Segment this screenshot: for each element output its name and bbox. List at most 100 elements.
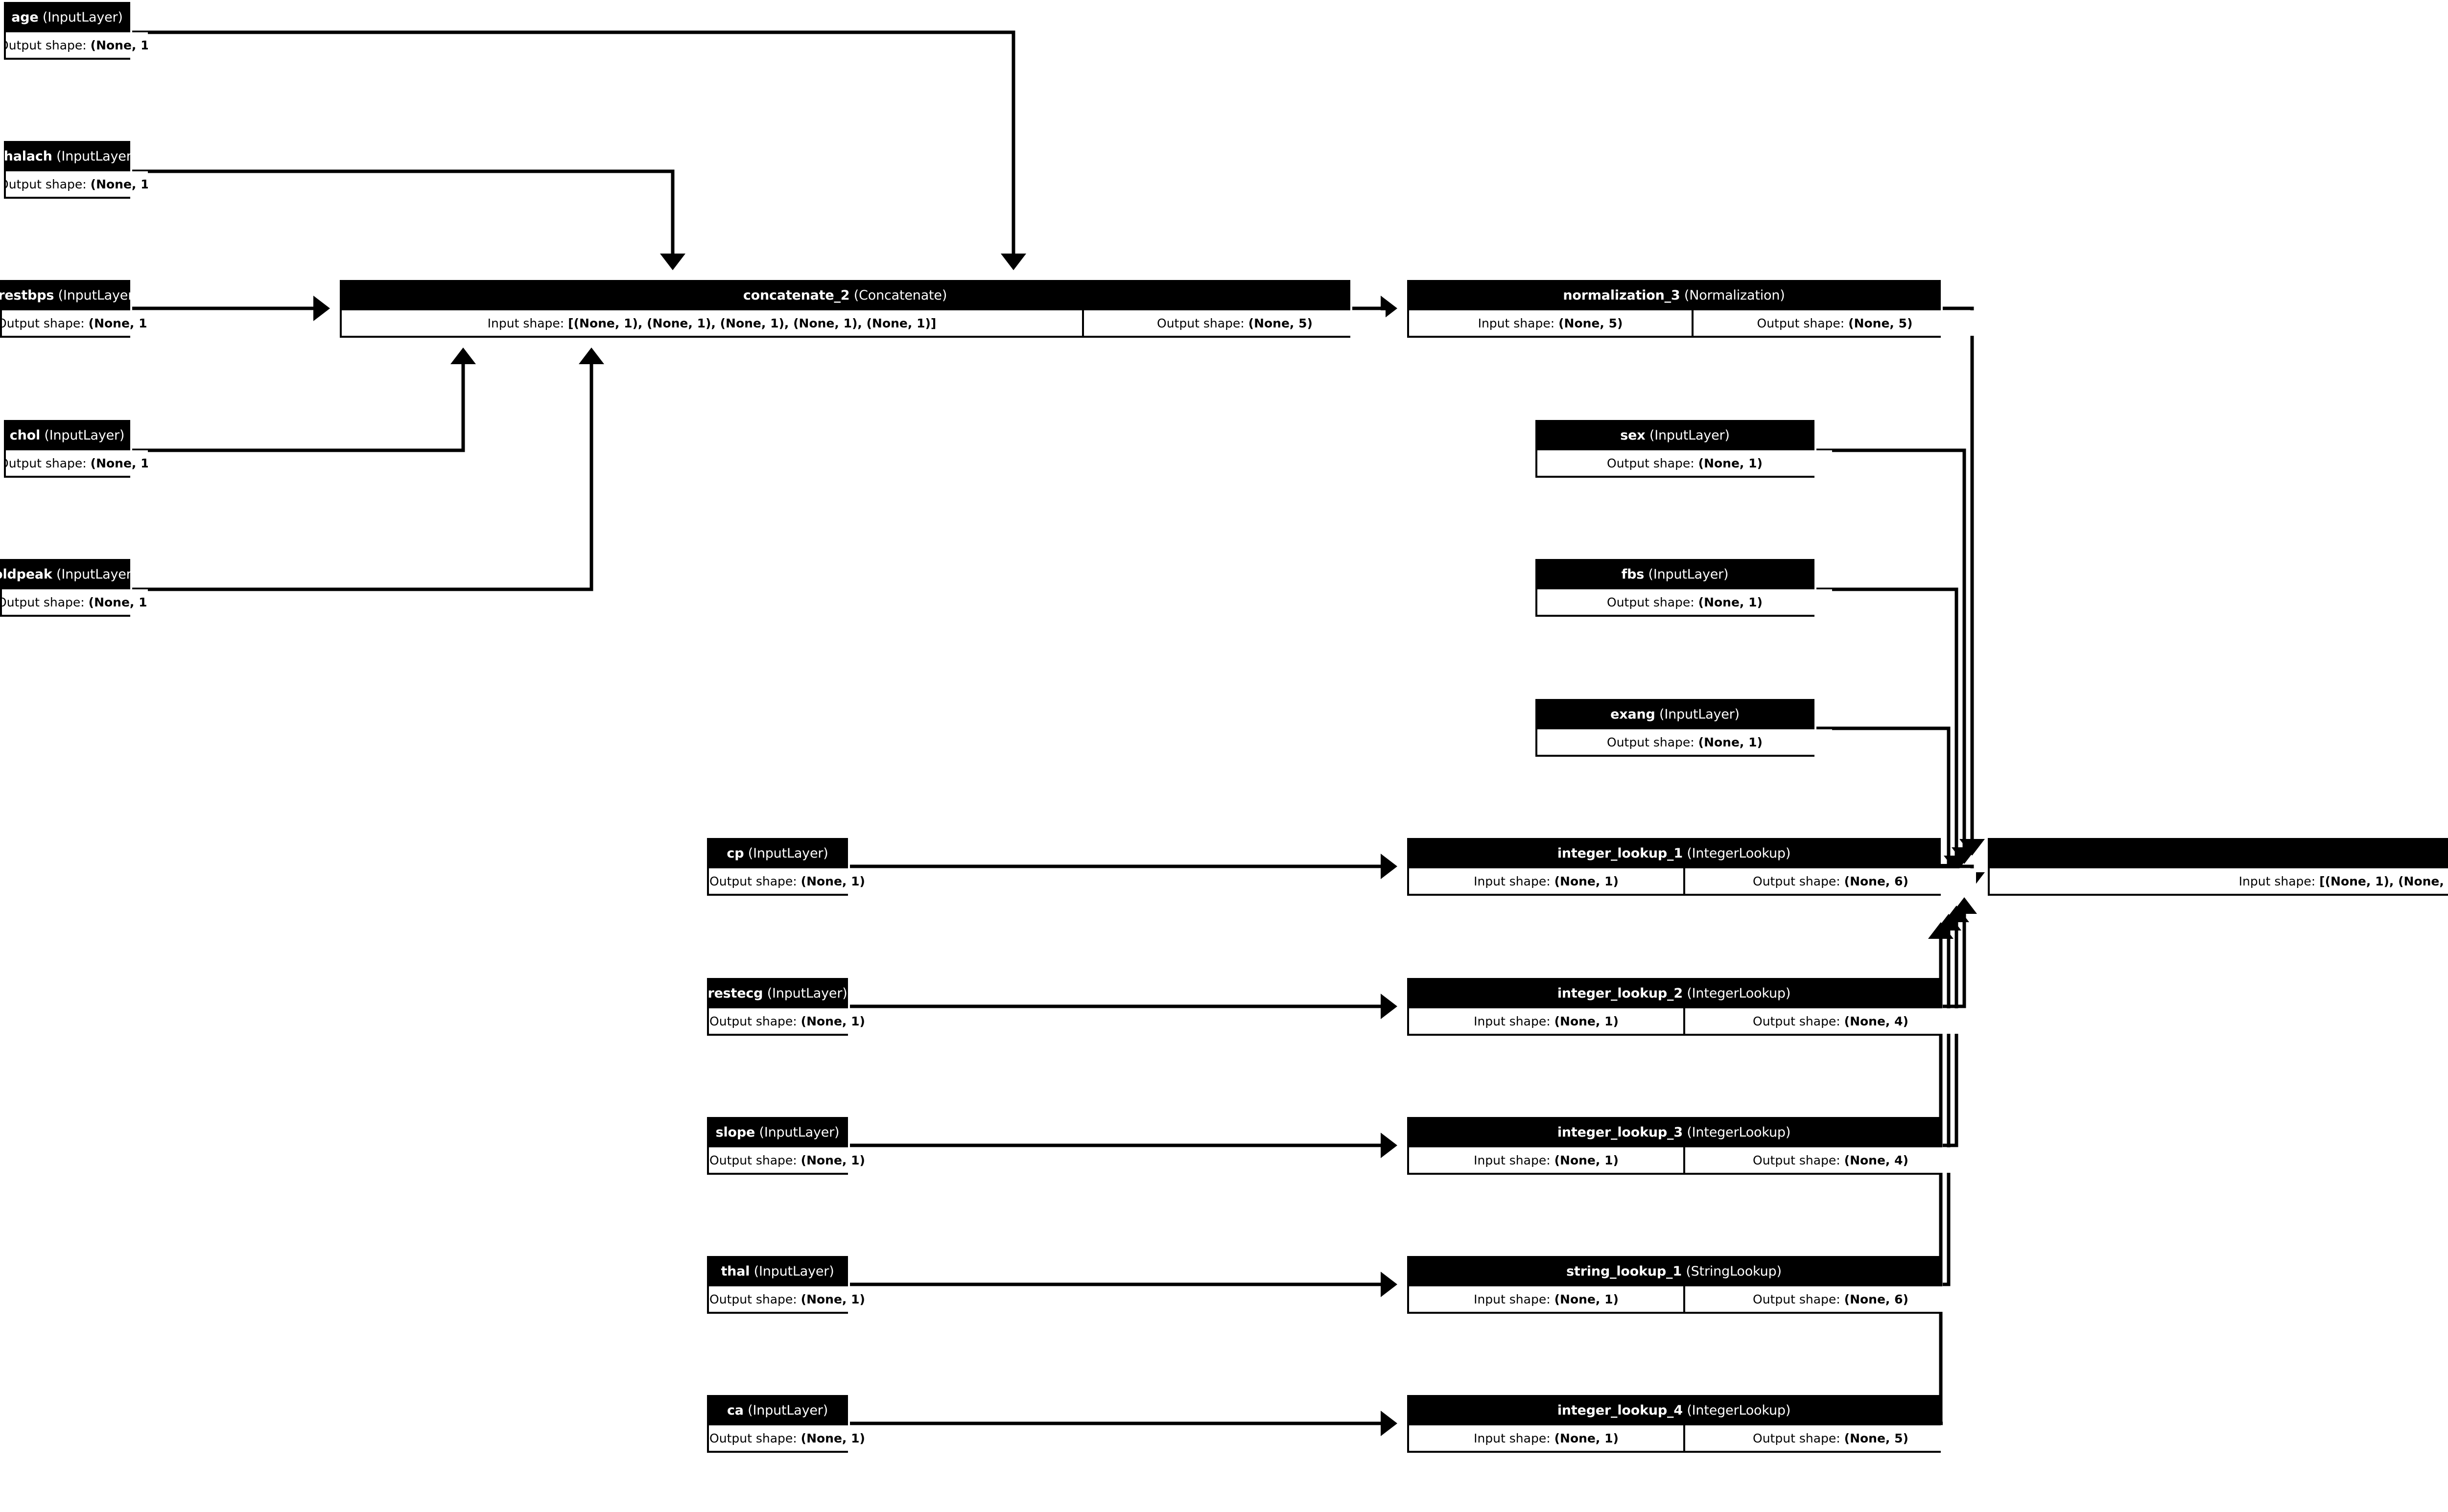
shape-label: Output shape: bbox=[1753, 1292, 1840, 1306]
shape-label: Output shape: bbox=[1753, 1431, 1840, 1445]
node-title-oldpeak: oldpeak (InputLayer) bbox=[0, 561, 137, 587]
arrowhead-integer_lookup_3-to-concatenate_3 bbox=[1944, 906, 1969, 922]
shape-value: (None, 5) bbox=[1248, 316, 1313, 330]
node-title-integer_lookup_1: integer_lookup_1 (IntegerLookup) bbox=[1409, 840, 1939, 866]
shape-value: (None, 1) bbox=[1698, 735, 1763, 749]
graph-node-normalization_3[interactable]: normalization_3 (Normalization)Input sha… bbox=[1407, 280, 1976, 338]
node-layer-name: integer_lookup_2 bbox=[1557, 985, 1683, 1001]
shape-value: (None, 1) bbox=[1554, 1292, 1619, 1306]
arrowhead-trestbps-to-concatenate_2 bbox=[313, 296, 330, 321]
node-title-normalization_3: normalization_3 (Normalization) bbox=[1409, 282, 1939, 308]
shape-label: Output shape: bbox=[1753, 1014, 1840, 1028]
graph-node-thalach[interactable]: thalach (InputLayer)Output shape: (None,… bbox=[0, 141, 148, 199]
graph-node-string_lookup_1[interactable]: string_lookup_1 (StringLookup)Input shap… bbox=[1407, 1256, 1976, 1314]
graph-node-sex[interactable]: sex (InputLayer)Output shape: (None, 1) bbox=[1535, 420, 1832, 478]
node-output-shape-cell: Output shape: (None, 6) bbox=[1683, 868, 1976, 894]
shape-label: Input shape: bbox=[487, 316, 565, 330]
node-output-shape-cell: Output shape: (None, 4) bbox=[1683, 1008, 1976, 1034]
shape-label: Output shape: bbox=[6, 38, 87, 52]
graph-node-integer_lookup_2[interactable]: integer_lookup_2 (IntegerLookup)Input sh… bbox=[1407, 978, 1976, 1036]
edge-age-to-concatenate_2 bbox=[132, 30, 1015, 254]
node-input-shape-cell: Input shape: (None, 1) bbox=[1409, 1286, 1683, 1312]
node-output-shape-cell: Output shape: (None, 1) bbox=[2, 589, 148, 615]
node-output-shape-cell: Output shape: (None, 1) bbox=[709, 1425, 866, 1451]
edge-thalach-to-concatenate_2 bbox=[132, 169, 675, 254]
shape-label: Output shape: bbox=[1157, 316, 1245, 330]
node-title-concatenate_3: concatenate_3 (Concatenate) bbox=[1990, 840, 2448, 866]
graph-node-cp[interactable]: cp (InputLayer)Output shape: (None, 1) bbox=[707, 838, 866, 896]
node-title-ca: ca (InputLayer) bbox=[709, 1397, 846, 1423]
node-layer-name: restecg bbox=[707, 985, 763, 1001]
shape-value: (None, 1) bbox=[90, 177, 148, 191]
graph-node-age[interactable]: age (InputLayer)Output shape: (None, 1) bbox=[4, 2, 148, 60]
node-output-shape-cell: Output shape: (None, 5) bbox=[1082, 310, 1386, 336]
graph-node-integer_lookup_4[interactable]: integer_lookup_4 (IntegerLookup)Input sh… bbox=[1407, 1395, 1976, 1453]
shape-label: Output shape: bbox=[1607, 595, 1695, 609]
shape-value: (None, 4) bbox=[1844, 1014, 1908, 1028]
shape-label: Output shape: bbox=[6, 456, 87, 470]
node-input-shape-cell: Input shape: (None, 1) bbox=[1409, 868, 1683, 894]
shape-label: Output shape: bbox=[2, 595, 85, 609]
arrowhead-normalization_3-to-concatenate_3 bbox=[1959, 839, 1985, 856]
shape-value: (None, 1) bbox=[88, 316, 148, 330]
graph-node-exang[interactable]: exang (InputLayer)Output shape: (None, 1… bbox=[1535, 699, 1832, 757]
node-shape-row-integer_lookup_1: Input shape: (None, 1)Output shape: (Non… bbox=[1409, 866, 1976, 894]
node-title-sex: sex (InputLayer) bbox=[1537, 422, 1812, 448]
node-shape-row-integer_lookup_2: Input shape: (None, 1)Output shape: (Non… bbox=[1409, 1006, 1976, 1034]
node-title-integer_lookup_3: integer_lookup_3 (IntegerLookup) bbox=[1409, 1119, 1939, 1145]
graph-node-integer_lookup_1[interactable]: integer_lookup_1 (IntegerLookup)Input sh… bbox=[1407, 838, 1976, 896]
node-output-shape-cell: Output shape: (None, 1) bbox=[1537, 589, 1832, 615]
node-title-age: age (InputLayer) bbox=[6, 4, 128, 30]
graph-node-restecg[interactable]: restecg (InputLayer)Output shape: (None,… bbox=[707, 978, 866, 1036]
node-title-cp: cp (InputLayer) bbox=[709, 840, 846, 866]
shape-label: Output shape: bbox=[1607, 735, 1695, 749]
graph-node-concatenate_3[interactable]: concatenate_3 (Concatenate)Input shape: … bbox=[1988, 838, 2448, 896]
node-layer-name: ca bbox=[727, 1402, 744, 1418]
graph-node-chol[interactable]: chol (InputLayer)Output shape: (None, 1) bbox=[4, 420, 148, 478]
node-input-shape-cell: Input shape: (None, 1) bbox=[1409, 1147, 1683, 1173]
node-layer-type: (InputLayer) bbox=[748, 845, 828, 861]
node-output-shape-cell: Output shape: (None, 1) bbox=[709, 1008, 866, 1034]
shape-label: Output shape: bbox=[709, 1014, 797, 1028]
shape-value: (None, 1) bbox=[1698, 456, 1763, 470]
node-title-restecg: restecg (InputLayer) bbox=[707, 980, 847, 1006]
node-layer-type: (InputLayer) bbox=[58, 287, 139, 303]
node-shape-row-normalization_3: Input shape: (None, 5)Output shape: (Non… bbox=[1409, 308, 1976, 336]
shape-value: (None, 1) bbox=[90, 38, 148, 52]
graph-node-concatenate_2[interactable]: concatenate_2 (Concatenate)Input shape: … bbox=[340, 280, 1386, 338]
node-shape-row-exang: Output shape: (None, 1) bbox=[1537, 727, 1832, 755]
graph-node-slope[interactable]: slope (InputLayer)Output shape: (None, 1… bbox=[707, 1117, 866, 1175]
node-layer-type: (InputLayer) bbox=[42, 9, 123, 25]
arrowhead-oldpeak-to-concatenate_2 bbox=[579, 348, 604, 364]
shape-label: Input shape: bbox=[1478, 316, 1555, 330]
shape-value: (None, 1) bbox=[1554, 1431, 1619, 1445]
shape-value: [(None, 1), (None, 1), (None, 1), (None,… bbox=[568, 316, 937, 330]
edge-fbs-to-concatenate_3 bbox=[1816, 587, 1958, 856]
shape-label: Output shape: bbox=[6, 177, 87, 191]
graph-node-ca[interactable]: ca (InputLayer)Output shape: (None, 1) bbox=[707, 1395, 866, 1453]
graph-node-fbs[interactable]: fbs (InputLayer)Output shape: (None, 1) bbox=[1535, 559, 1832, 617]
node-output-shape-cell: Output shape: (None, 1) bbox=[2, 310, 148, 336]
node-layer-name: thalach bbox=[0, 148, 52, 164]
node-shape-row-age: Output shape: (None, 1) bbox=[6, 30, 148, 58]
node-output-shape-cell: Output shape: (None, 5) bbox=[1683, 1425, 1976, 1451]
shape-value: (None, 6) bbox=[1844, 1292, 1908, 1306]
graph-node-oldpeak[interactable]: oldpeak (InputLayer)Output shape: (None,… bbox=[0, 559, 148, 617]
shape-label: Output shape: bbox=[1753, 874, 1840, 888]
node-layer-name: integer_lookup_4 bbox=[1557, 1402, 1683, 1418]
node-title-string_lookup_1: string_lookup_1 (StringLookup) bbox=[1409, 1258, 1939, 1284]
node-title-integer_lookup_2: integer_lookup_2 (IntegerLookup) bbox=[1409, 980, 1939, 1006]
arrowhead-age-to-concatenate_2 bbox=[1001, 254, 1026, 270]
node-shape-row-oldpeak: Output shape: (None, 1) bbox=[2, 587, 148, 615]
graph-node-trestbps[interactable]: trestbps (InputLayer)Output shape: (None… bbox=[0, 280, 148, 338]
node-layer-type: (InputLayer) bbox=[56, 566, 137, 582]
node-input-shape-cell: Input shape: [(None, 1), (None, 1), (Non… bbox=[1990, 868, 2448, 894]
graph-node-integer_lookup_3[interactable]: integer_lookup_3 (IntegerLookup)Input sh… bbox=[1407, 1117, 1976, 1175]
node-shape-row-cp: Output shape: (None, 1) bbox=[709, 866, 866, 894]
graph-node-thal[interactable]: thal (InputLayer)Output shape: (None, 1) bbox=[707, 1256, 866, 1314]
node-layer-name: chol bbox=[9, 427, 40, 443]
node-shape-row-integer_lookup_3: Input shape: (None, 1)Output shape: (Non… bbox=[1409, 1145, 1976, 1173]
shape-value: (None, 1) bbox=[800, 1431, 865, 1445]
node-shape-row-fbs: Output shape: (None, 1) bbox=[1537, 587, 1832, 615]
